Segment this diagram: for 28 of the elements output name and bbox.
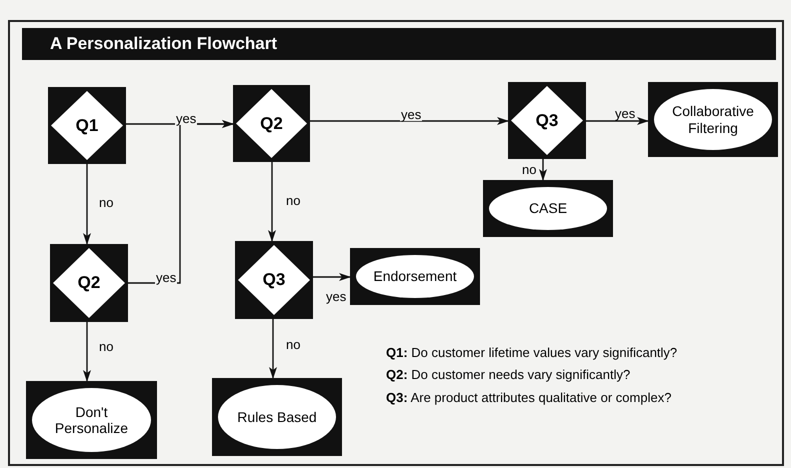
terminal-box <box>212 378 342 456</box>
arrow <box>83 164 91 245</box>
terminal-box <box>26 381 157 459</box>
question-label: Q2 <box>260 114 283 134</box>
arrow <box>310 117 509 125</box>
question-label: Q3 <box>536 110 558 130</box>
question-definition: Q1: Do customer lifetime values vary significantly? <box>386 345 678 362</box>
question-definition: Q3: Are product attributes qualitative or complex? <box>386 390 672 406</box>
arrow <box>539 159 547 181</box>
outcome-label: Don't Personalize <box>54 404 130 436</box>
question-label: Q2 <box>78 273 100 293</box>
arrow <box>586 117 649 125</box>
outcome-label: Rules Based <box>237 408 317 426</box>
arrow <box>313 273 351 281</box>
question-label: Q3 <box>262 270 286 290</box>
arrow <box>268 162 276 242</box>
arrow <box>128 120 234 284</box>
question-label: Q1 <box>76 116 98 136</box>
terminal-box <box>350 248 480 305</box>
outcome-label: Collaborative Filtering <box>671 103 755 136</box>
question-definition: Q2: Do customer needs vary significantly? <box>386 367 632 384</box>
terminal-box <box>648 82 778 157</box>
outcome-label: Endorsement <box>373 268 457 285</box>
arrow <box>269 319 277 379</box>
arrow <box>83 322 91 382</box>
outcome-label: CASE <box>528 200 568 217</box>
terminal-box <box>483 180 613 237</box>
title: A Personalization Flowchart <box>50 33 278 56</box>
